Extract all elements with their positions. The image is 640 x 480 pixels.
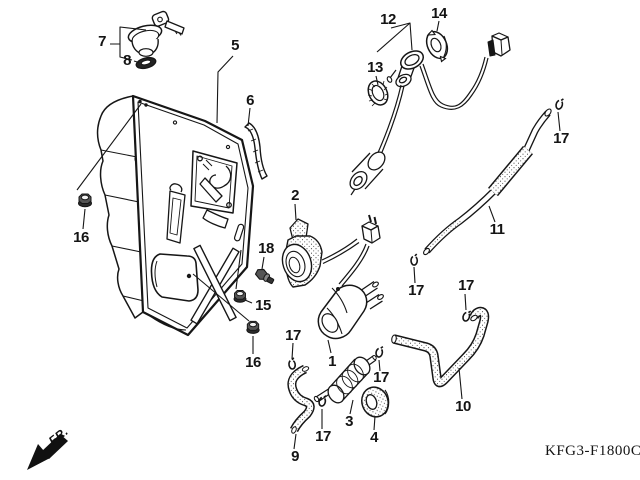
- hose-clip: [317, 393, 328, 408]
- valve-wire: [321, 238, 370, 287]
- hose-clip: [554, 96, 565, 111]
- diagram-code: KFG3-F1800C: [545, 443, 640, 459]
- sender-gasket: [367, 80, 389, 107]
- hose-clip: [374, 344, 385, 359]
- fuel-cap: [127, 10, 185, 57]
- fuel-gauge-sender: [349, 50, 424, 196]
- fuel-hose-10: [391, 306, 490, 388]
- filter-grommet: [361, 386, 390, 418]
- mounting-bolt: [254, 268, 275, 285]
- hose-clip: [410, 253, 419, 266]
- fuel-valve-cover: [281, 218, 323, 288]
- mounting-nut-lower: [246, 320, 260, 334]
- hose-clip: [461, 308, 473, 323]
- tank-strap: [166, 183, 186, 244]
- fuel-cap-gasket: [135, 56, 157, 70]
- fuel-hose-9: [287, 364, 315, 434]
- hose-clip: [287, 356, 297, 371]
- tank-seal-strip: [244, 122, 268, 180]
- tank-pocket: [150, 253, 199, 302]
- breather-pipe: [423, 108, 552, 256]
- sender-wire: [419, 56, 489, 110]
- mounting-nut-upper: [78, 193, 92, 208]
- fr-direction-arrow: [27, 434, 68, 470]
- valve-connector: [361, 214, 381, 244]
- fuel-filter: [313, 354, 377, 404]
- sender-lock-plate: [425, 29, 449, 63]
- lock-nut: [233, 290, 247, 303]
- tank-latch-panel: [190, 150, 238, 229]
- sender-wire-connector: [487, 32, 511, 57]
- leader-lines: [76, 20, 561, 450]
- auto-fuel-valve: [317, 280, 384, 340]
